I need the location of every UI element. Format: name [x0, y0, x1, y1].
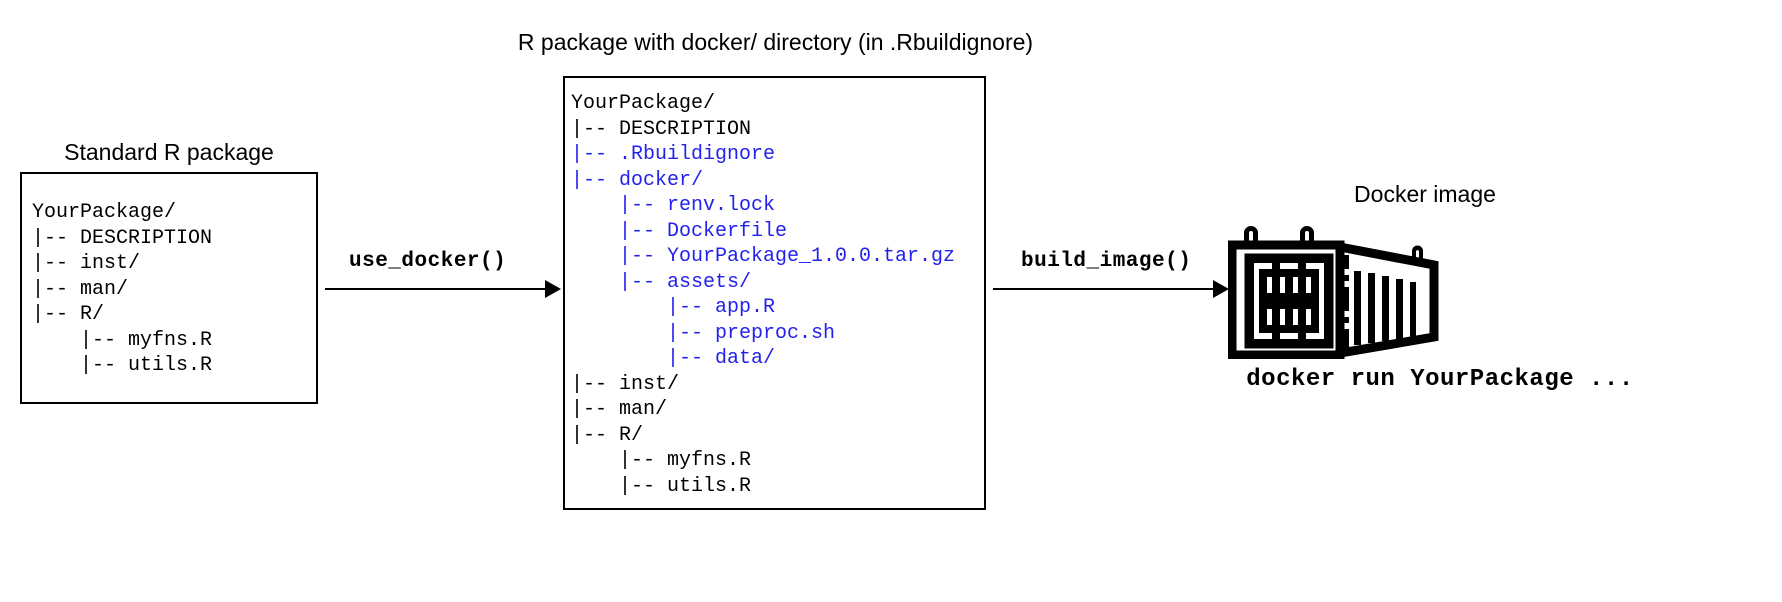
right-box-title: Docker image — [1354, 181, 1496, 207]
build-image-arrow-label: build_image() — [1021, 250, 1192, 273]
tree-line: |-- .Rbuildignore — [571, 143, 776, 166]
tree-line: |-- renv.lock — [619, 194, 776, 217]
tree-line: |-- docker/ — [571, 168, 704, 192]
tree-line: |-- data/ — [667, 347, 776, 370]
tree-line: |-- YourPackage_1.0.0.tar.gz — [619, 245, 956, 268]
tree-line: |-- inst/ — [571, 372, 680, 396]
tree-line: |-- man/ — [571, 398, 668, 421]
tree-line: |-- assets/ — [619, 270, 752, 294]
arrow-head-1 — [545, 280, 561, 298]
tree-line: |-- utils.R — [571, 474, 752, 498]
middle-box-title: R package with docker/ directory (in .Rb… — [517, 29, 1034, 55]
tree-line: |-- R/ — [32, 303, 105, 326]
standard-package-box: YourPackage/ |-- DESCRIPTION |-- inst/ |… — [20, 172, 318, 404]
arrow-line-2 — [993, 288, 1215, 290]
left-box-title: Standard R package — [64, 139, 274, 165]
arrow-head-2 — [1213, 280, 1229, 298]
tree-line: |-- inst/ — [32, 252, 141, 275]
tree-line: |-- app.R — [667, 296, 776, 319]
docker-container-icon — [1227, 225, 1456, 360]
tree-line: |-- Dockerfile — [619, 219, 788, 243]
tree-line: |-- man/ — [32, 277, 129, 301]
standard-package-tree: YourPackage/ |-- DESCRIPTION |-- inst/ |… — [32, 200, 212, 379]
tree-line: |-- myfns.R — [80, 328, 213, 352]
tree-line: |-- myfns.R — [619, 449, 752, 472]
tree-line: YourPackage/ — [32, 201, 177, 224]
tree-line: |-- utils.R — [32, 354, 213, 377]
docker-run-command: docker run YourPackage ... — [1246, 366, 1634, 393]
docker-package-tree: YourPackage/ |-- DESCRIPTION |-- .Rbuild… — [571, 91, 955, 499]
docker-package-box: YourPackage/ |-- DESCRIPTION |-- .Rbuild… — [563, 76, 986, 510]
tree-line: |-- DESCRIPTION — [32, 226, 213, 250]
tree-line: |-- DESCRIPTION — [571, 117, 752, 141]
use-docker-arrow-label: use_docker() — [349, 250, 507, 273]
tree-line: YourPackage/ — [571, 92, 716, 115]
arrow-line-1 — [325, 288, 547, 290]
tree-line: |-- preproc.sh — [667, 321, 836, 345]
tree-line: |-- R/ — [571, 423, 644, 447]
